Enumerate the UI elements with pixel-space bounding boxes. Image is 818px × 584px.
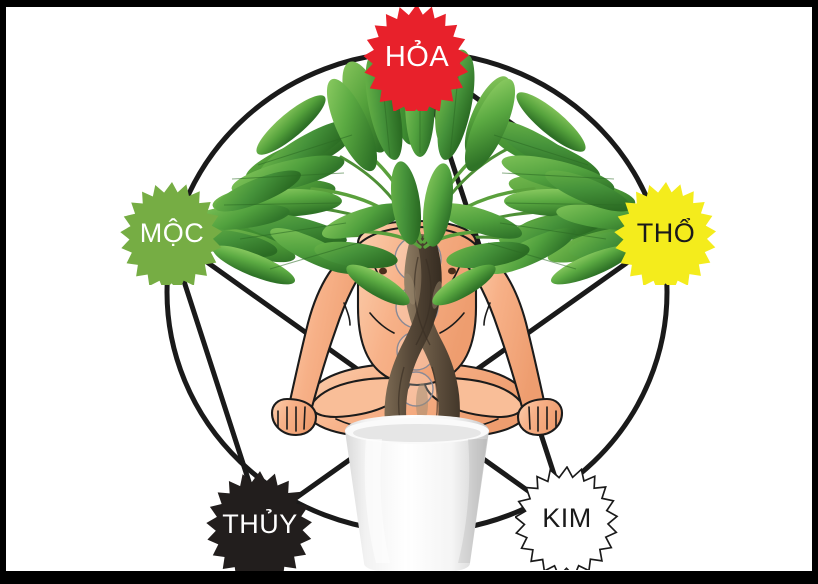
element-badge-thuy[interactable]: THỦY [206, 470, 314, 571]
starburst-moc-icon [120, 182, 223, 285]
leaf-whorl-mid [314, 161, 530, 306]
element-label-tho: THỔ [636, 217, 696, 248]
figure-marks [379, 267, 456, 275]
starburst-kim-icon [515, 466, 619, 570]
element-badge-hoa[interactable]: HỎA [363, 7, 471, 111]
starburst-thuy-icon [206, 471, 312, 571]
element-label-thuy: THỦY [222, 508, 298, 539]
element-badge-tho[interactable]: THỔ [614, 181, 718, 285]
plant-pot [345, 415, 489, 571]
starburst-hoa-icon [363, 7, 469, 111]
element-badge-kim[interactable]: KIM [515, 466, 619, 570]
diagram-canvas: HỎA MỘC THỔ THỦY [6, 7, 812, 571]
element-label-moc: MỘC [139, 217, 205, 248]
element-label-hoa: HỎA [384, 40, 450, 73]
pot-body [345, 415, 489, 571]
element-badge-moc[interactable]: MỘC [120, 181, 224, 285]
element-label-kim: KIM [542, 502, 592, 533]
element-badge-group: HỎA MỘC THỔ THỦY [6, 7, 812, 571]
starburst-tho-icon [614, 182, 717, 285]
